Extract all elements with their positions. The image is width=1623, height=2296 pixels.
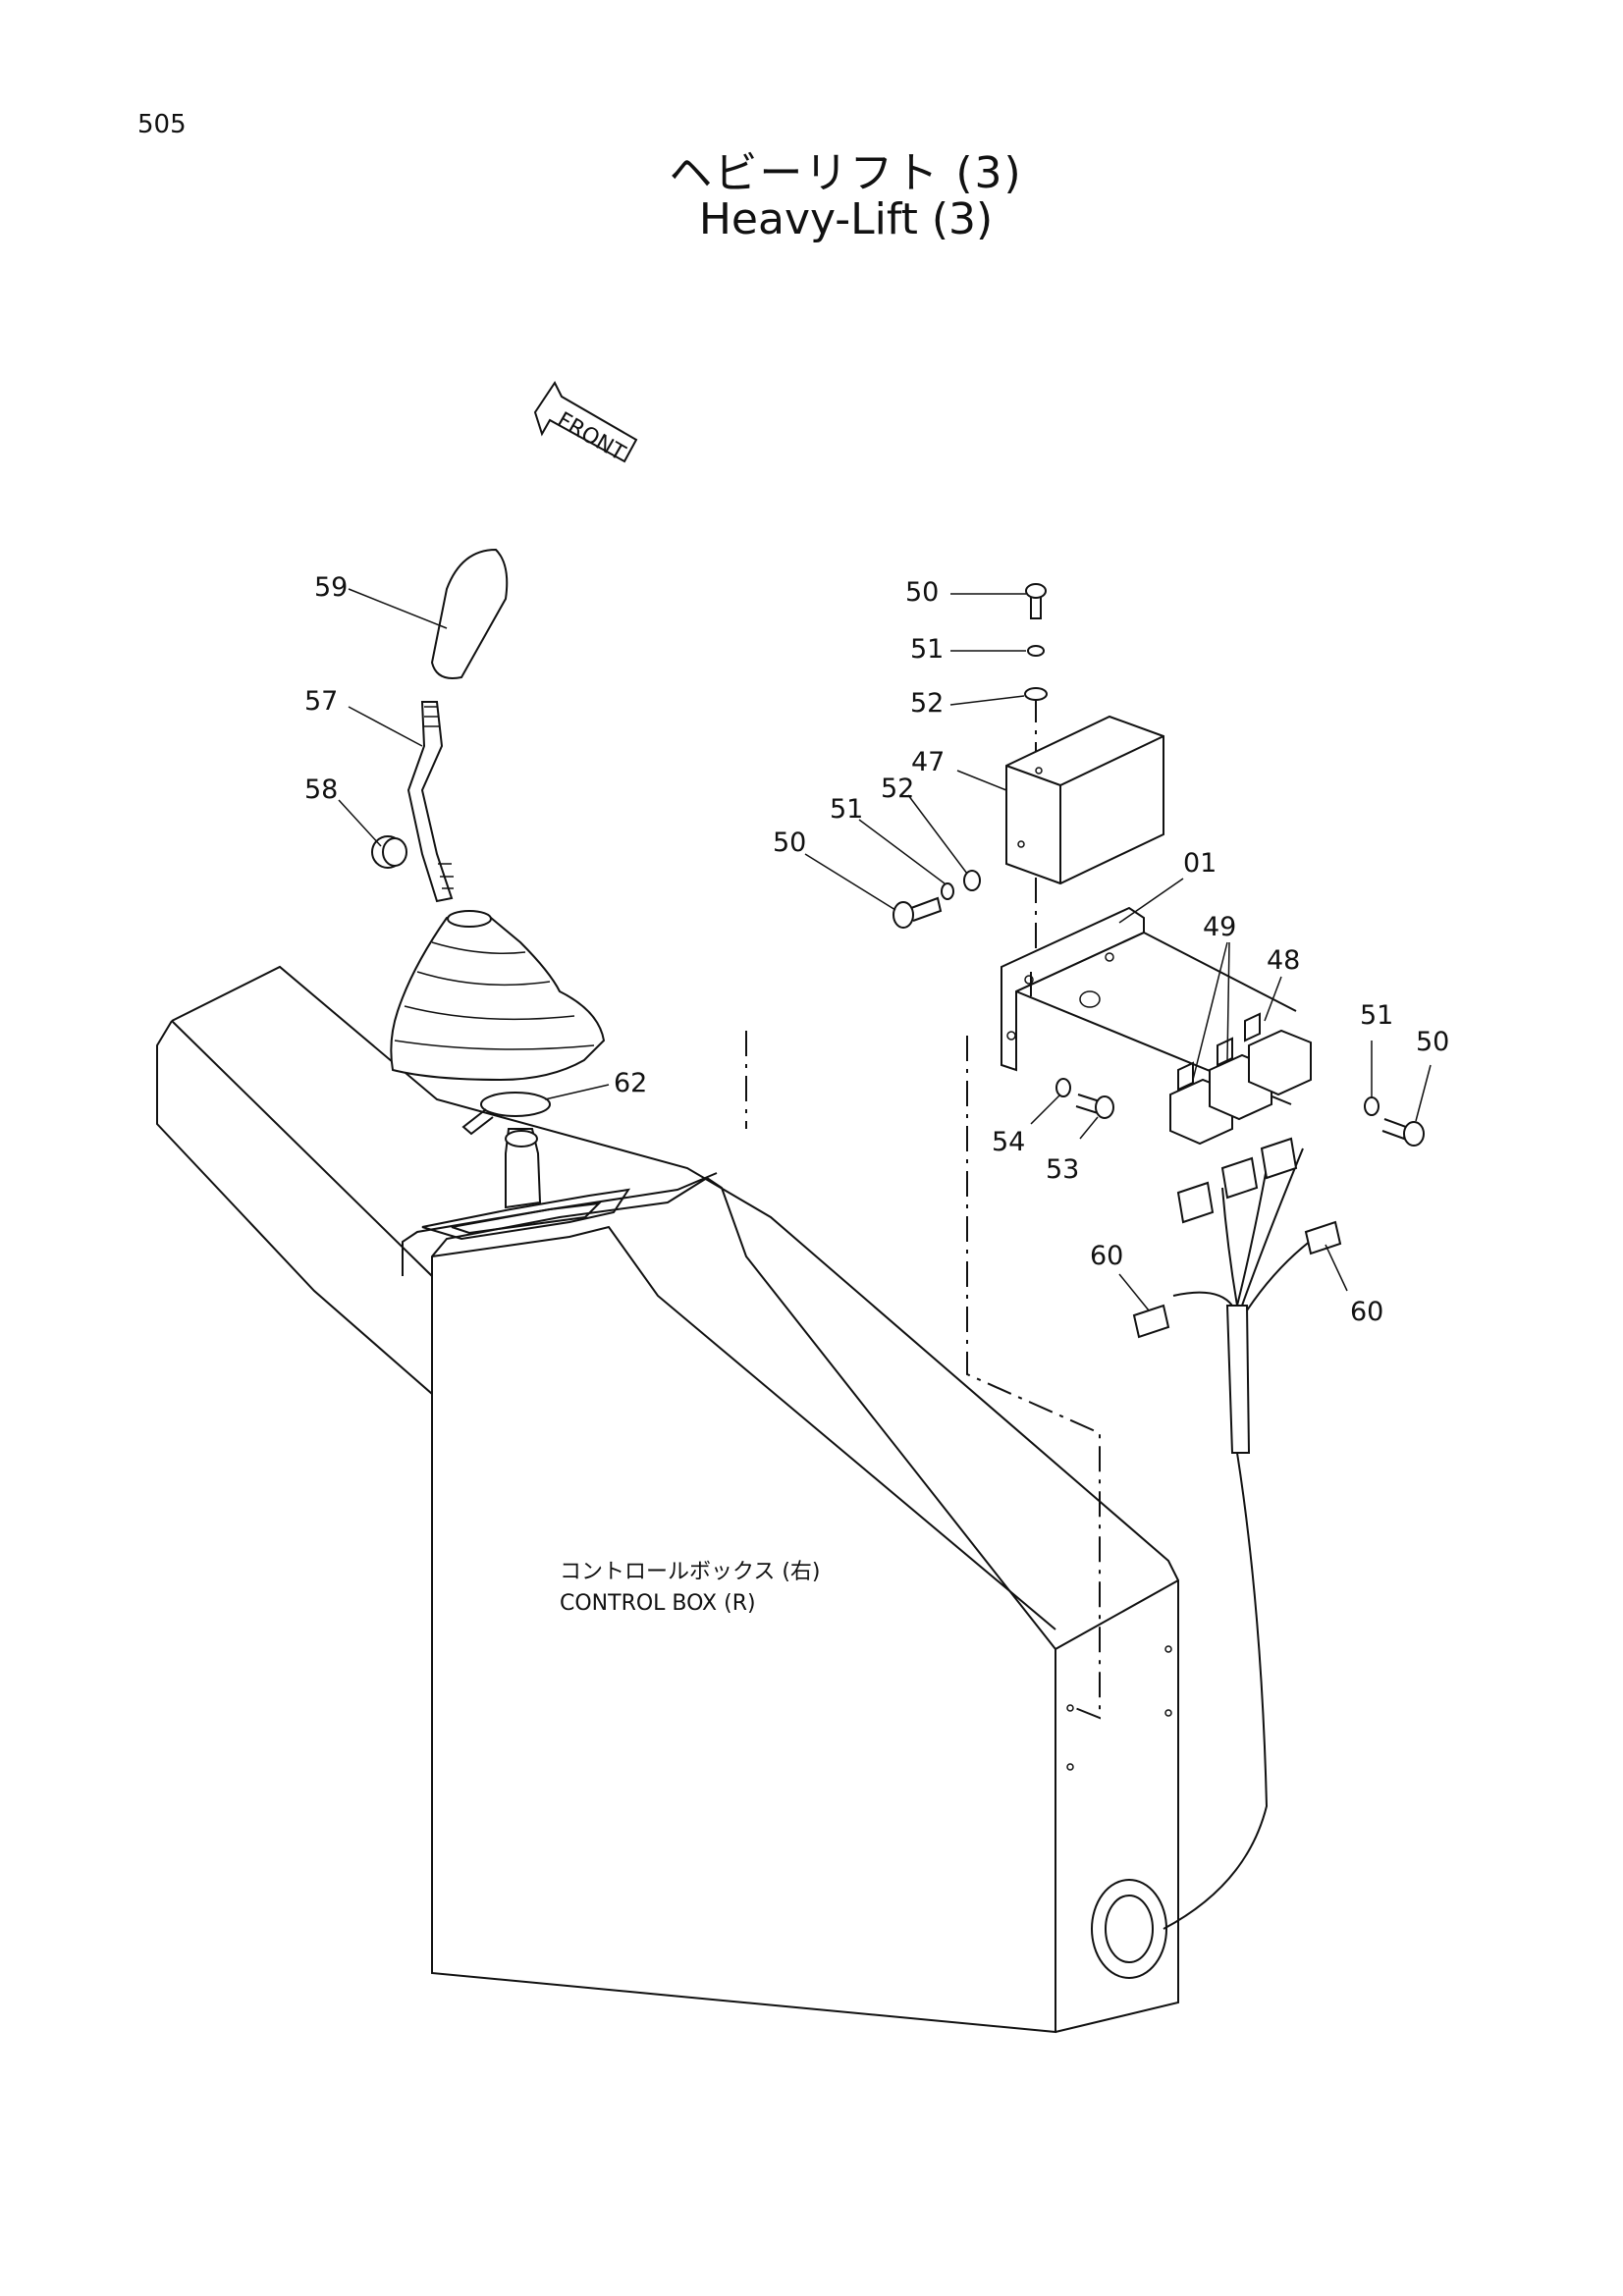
bolt-side-left: [893, 870, 981, 929]
callout-54: 54: [992, 1127, 1025, 1157]
page-title-english: Heavy-Lift (3): [698, 194, 994, 244]
callout-01: 01: [1183, 848, 1217, 879]
callout-51-right: 51: [1360, 1000, 1393, 1031]
callout-60-left: 60: [1090, 1241, 1123, 1271]
control-lever: [406, 701, 454, 903]
leader-lines: [338, 588, 1432, 1311]
callout-51-side: 51: [830, 794, 863, 825]
callout-60-right: 60: [1350, 1297, 1383, 1327]
callout-49: 49: [1203, 912, 1236, 942]
callout-57: 57: [304, 686, 338, 717]
callout-52-top: 52: [910, 688, 944, 719]
relays: [1169, 1012, 1312, 1146]
lever-nut: [371, 835, 407, 869]
screw-lower: [1055, 1078, 1114, 1119]
callout-51-top: 51: [910, 634, 944, 665]
page-title-japanese: ヘビーリフト (3): [669, 148, 1023, 198]
callout-52-side: 52: [881, 774, 914, 804]
control-box-label-jp: コントロールボックス (右): [560, 1560, 821, 1584]
bolt-top: [1024, 583, 1048, 701]
callout-58: 58: [304, 774, 338, 805]
callout-59: 59: [314, 572, 348, 603]
callout-50-top: 50: [905, 577, 939, 608]
callout-50-right: 50: [1416, 1027, 1449, 1057]
callout-labels: 59 57 58 62 50 51 52 47 52 51 50 01 49 4…: [304, 572, 1449, 1327]
bolt-side-right: [1364, 1096, 1425, 1147]
lever-shaft: [505, 1128, 542, 1209]
lever-boot: [390, 910, 606, 1082]
wire-harness: [1132, 1137, 1342, 1930]
front-arrow: FRONT: [533, 381, 638, 466]
page-number: 505: [137, 110, 187, 139]
controller-box: [1005, 715, 1164, 885]
callout-62: 62: [614, 1068, 647, 1098]
control-box-label-en: CONTROL BOX (R): [560, 1591, 756, 1616]
lever-knob: [430, 548, 509, 679]
callout-50-side: 50: [773, 828, 806, 858]
boot-clamp: [461, 1092, 551, 1136]
callout-48: 48: [1267, 945, 1300, 976]
callout-47: 47: [911, 747, 945, 777]
callout-53: 53: [1046, 1154, 1079, 1185]
control-box-outline: [156, 965, 1179, 2034]
